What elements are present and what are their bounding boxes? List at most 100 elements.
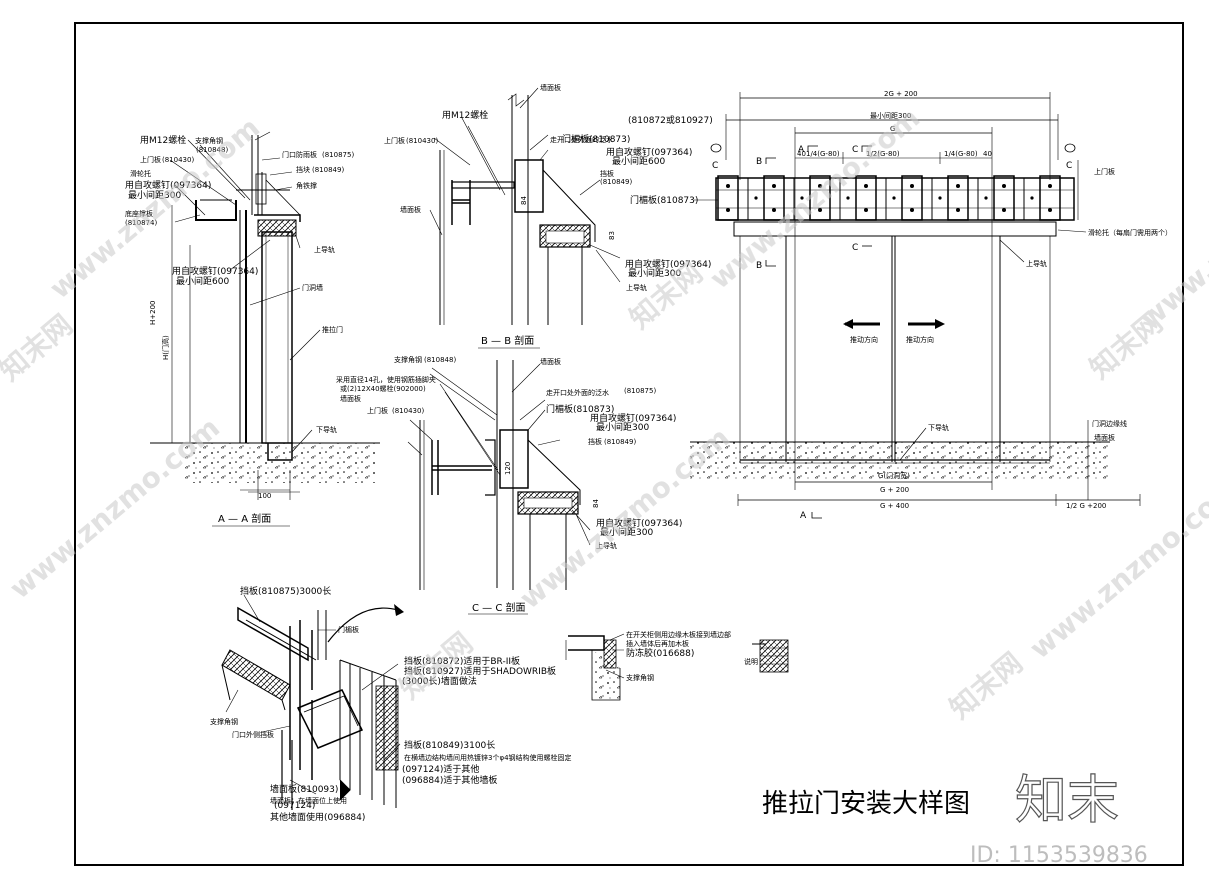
iso-label-1: 门楣板 <box>338 625 359 634</box>
cc-label-3: 采用直径14孔，使用钢筋插脚夹 <box>336 375 436 384</box>
cc-caption: C — C 剖面 <box>472 601 526 614</box>
cc-label-5: 墙面板 <box>340 394 361 403</box>
cc-label-0: 支撑角钢 <box>394 355 422 364</box>
cc-label-13: 挡板 <box>588 437 602 446</box>
elev-label-3: 上导轨 <box>1026 259 1047 268</box>
cc-label-7: (810875) <box>624 387 656 395</box>
small-label-1: 插入墙体后再加木板 <box>626 639 689 648</box>
bb-label-12: 最小间距300 <box>628 267 681 279</box>
bb-label-2: 上门板 <box>384 136 405 145</box>
bb-label-4: (810872或810927) <box>628 114 713 126</box>
aa-label-15: 上导轨 <box>314 245 335 254</box>
front-elevation: A B C A B C C C 2G + 200 最小间距300 G 1/4(G… <box>630 90 1172 521</box>
elev-label-5: 推动方向 <box>906 335 934 344</box>
iso-label-9: 在横墙边结构墙间用热镀锌3个φ4钢结构使用螺栓固定 <box>404 753 572 762</box>
small-detail: 在开关柜侧用边缘木板接到墙边部 插入墙体后再加木板 防冻胶(016688) 支撑… <box>565 630 731 701</box>
aa-dim-height-plus: H+200 <box>149 301 157 326</box>
elev-dim-halfg: 1/2 G +200 <box>1066 502 1106 510</box>
cc-label-11: 用自攻螺钉(097364) <box>590 412 676 424</box>
aa-label-8: (810849) <box>312 166 344 174</box>
bb-label-5: 走开口处外面的泛水 <box>550 135 613 144</box>
bb-label-9: 挡板 <box>600 169 614 178</box>
elev-dim-40b: 40 <box>983 150 992 158</box>
elev-dim-40a: 40 <box>797 150 806 158</box>
section-cc: 支撑角钢 (810848) 墙面板 采用直径14孔，使用钢筋插脚夹 或(2)12… <box>336 355 682 615</box>
iso-label-0: 挡板(810875)3000长 <box>240 585 331 597</box>
aa-label-9: 角铁撑 <box>296 181 317 190</box>
cc-label-8: 上门板 <box>367 406 388 415</box>
watermark-cn-1: 知末网 <box>0 308 79 387</box>
cc-label-2: 墙面板 <box>540 357 561 366</box>
aa-label-2: (810848) <box>196 146 228 154</box>
elev-mark-c-top: C <box>852 145 858 155</box>
elev-dim-g400: G + 400 <box>880 502 909 510</box>
bb-label-6: 门楣板(810873) <box>562 133 630 145</box>
cc-label-12: 最小间距300 <box>596 421 649 433</box>
elev-mark-a-bottom: A <box>800 511 807 521</box>
iso-label-12: 墙面板(810093) <box>270 783 338 795</box>
aa-label-12: 最小间距300 <box>128 189 181 201</box>
cc-label-17: 上导轨 <box>596 541 617 550</box>
legend-label: 说明 <box>744 657 758 666</box>
aa-dim-height: H(门高) <box>161 335 170 360</box>
aa-label-13: 底座撑板 <box>125 209 153 218</box>
elev-label-8: 墙面板 <box>1094 433 1115 442</box>
aa-label-1: 支撑角钢 <box>195 136 223 145</box>
elev-dim-g200: G + 200 <box>880 486 909 494</box>
elev-dim-gopening: G(门洞宽) <box>878 471 910 480</box>
iso-label-6: 挡板(810927)适用于SHADOWRIB板 <box>404 665 556 677</box>
iso-label-15: (097124) <box>274 801 315 811</box>
bb-label-7: 用自攻螺钉(097364) <box>606 146 692 158</box>
elev-mark-a-top: A <box>798 145 805 155</box>
aa-label-4: (810430) <box>162 156 194 164</box>
section-bb: 墙面板 用M12螺栓 上门板 (810430) (810872或810927) … <box>384 83 713 349</box>
aa-label-18: 门洞墙 <box>302 283 323 292</box>
small-label-0: 在开关柜侧用边缘木板接到墙边部 <box>626 630 731 639</box>
aa-label-11: 用自攻螺钉(097364) <box>125 179 211 191</box>
bb-dim-1: 83 <box>608 231 616 240</box>
watermark-url-5: www.znzmo.com <box>1133 141 1209 335</box>
watermark-url-2: www.znzmo.com <box>3 411 226 605</box>
aa-label-5: 门口防雨板 <box>282 150 317 159</box>
aa-caption: A — A 剖面 <box>218 512 271 525</box>
iso-label-7: (3000长)墙面做法 <box>402 675 477 687</box>
elev-dim-q2: 1/4(G-80) <box>944 150 978 158</box>
aa-label-0: 用M12螺栓 <box>140 134 186 146</box>
watermark-url-3: www.znzmo.com <box>513 421 736 615</box>
bb-label-14: 墙面板 <box>400 205 421 214</box>
watermark-cn-5: 知末网 <box>943 646 1029 725</box>
iso-label-11: (096884)适于其他墙板 <box>402 774 497 786</box>
cc-dim-1: 84 <box>592 499 600 508</box>
iso-label-10: (097124)适于其他 <box>402 763 479 775</box>
elev-label-2: 滑轮托（每扇门需用两个） <box>1088 228 1172 237</box>
aa-label-7: 挡块 <box>296 165 310 174</box>
iso-label-16: 其他墙面使用(096884) <box>270 811 365 823</box>
elev-dim-q1: 1/4(G-80) <box>806 150 840 158</box>
aa-label-17: 最小间距600 <box>176 275 229 287</box>
elev-label-0: 上门板 <box>1094 167 1115 176</box>
elev-mark-c-left: C <box>712 161 718 171</box>
iso-label-5: 挡板(810872)适用于BR-II板 <box>404 655 520 667</box>
watermark-id: ID: 1153539836 <box>970 843 1148 868</box>
elev-dim-min300: 最小间距300 <box>870 111 911 120</box>
aa-label-19: 推拉门 <box>322 325 343 334</box>
section-aa: 用M12螺栓 支撑角钢 (810848) 上门板 (810430) 门口防雨板 … <box>125 131 380 527</box>
aa-dim-100: 100 <box>258 492 271 500</box>
cc-label-9: (810430) <box>392 407 424 415</box>
bb-label-13: 上导轨 <box>626 283 647 292</box>
cc-label-1: (810848) <box>424 356 456 364</box>
legend-block: 说明 <box>744 639 789 673</box>
roller-brackets <box>717 175 1061 221</box>
cc-dim-0: 120 <box>504 462 512 475</box>
watermark-brand: 知末 <box>1015 771 1119 831</box>
iso-detail: 挡板(810875)3000长 门楣板 支撑角钢 门口外侧挡板 挡板(81087… <box>210 585 572 823</box>
small-label-2: 防冻胶(016688) <box>626 647 694 659</box>
drawing-title: 推拉门安装大样图 <box>762 789 970 819</box>
iso-label-8: 挡板(810849)3100长 <box>404 739 495 751</box>
sheet-border <box>74 22 1184 866</box>
cc-label-6: 走开口处外面的泛水 <box>546 388 609 397</box>
iso-label-3: 支撑角钢 <box>210 717 238 726</box>
elev-mark-c-right: C <box>1066 161 1072 171</box>
iso-label-14: 在墙面位上使用 <box>298 796 347 805</box>
